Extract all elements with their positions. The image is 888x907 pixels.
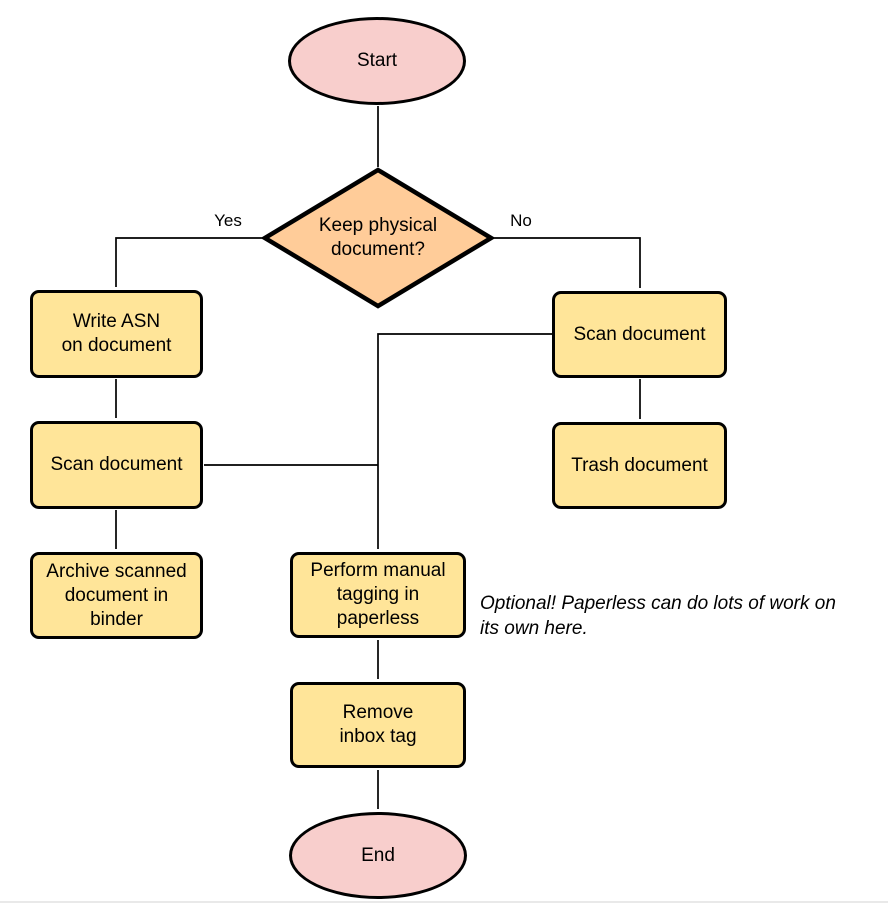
node-start: Start <box>288 17 466 105</box>
node-tagging-label: Perform manual tagging in paperless <box>310 560 446 629</box>
node-remove-inbox-label: Remove inbox tag <box>339 702 417 747</box>
edge-scan-right-to-tagging <box>377 333 552 549</box>
node-archive-label: Archive scanned document in binder <box>46 560 187 630</box>
node-end: End <box>289 812 467 899</box>
node-scan-left-label: Scan document <box>50 454 183 475</box>
node-write-asn-label: Write ASN on document <box>61 311 172 356</box>
node-scan-left: Scan document <box>30 421 203 509</box>
edge-decision-no-to-scan-right <box>491 237 641 288</box>
node-tagging: Perform manual tagging in paperless <box>290 552 466 638</box>
node-scan-right-label: Scan document <box>573 323 706 345</box>
decision-diamond-polygon <box>262 167 494 309</box>
edge-label-no: No <box>510 211 532 230</box>
node-scan-right: Scan document <box>552 291 727 378</box>
edge-decision-yes-to-write-asn <box>115 237 264 287</box>
node-decision-label: Keep physical document? <box>318 215 438 260</box>
edge-label-yes: Yes <box>214 211 242 230</box>
node-decision: Keep physical document? <box>262 167 494 309</box>
node-write-asn: Write ASN on document <box>30 290 203 378</box>
node-end-label: End <box>361 844 395 866</box>
node-start-label: Start <box>356 50 398 71</box>
node-remove-inbox: Remove inbox tag <box>290 682 466 768</box>
node-trash-label: Trash document <box>571 454 708 476</box>
optional-note: Optional! Paperless can do lots of work … <box>480 593 836 639</box>
page-break-line <box>0 901 888 903</box>
node-trash: Trash document <box>552 422 727 509</box>
node-archive: Archive scanned document in binder <box>30 552 203 639</box>
decision-diamond-shape <box>262 167 494 309</box>
